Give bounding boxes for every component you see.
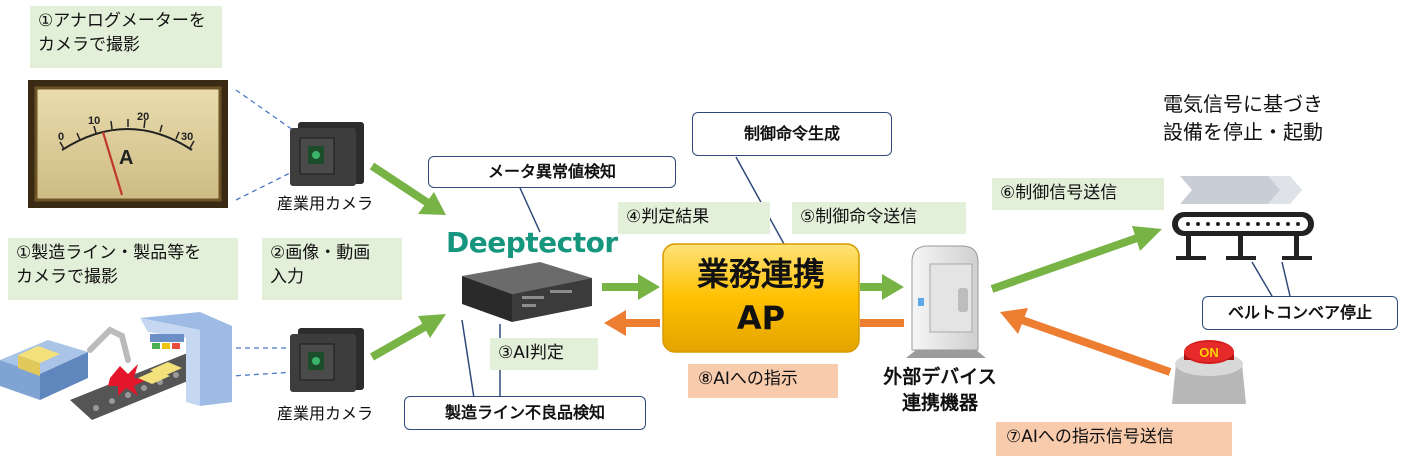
label-control-signal: ⑥制御信号送信 [992,178,1164,210]
external-device-icon [906,245,986,358]
label-line-capture: ①製造ライン・製品等を カメラで撮影 [8,238,238,300]
label-judge-result: ④判定結果 [618,202,770,234]
arrow-head [882,274,904,300]
arrow-camera-to-ai-bottom [370,321,430,361]
caption-camera-top: 産業用カメラ [276,194,373,213]
meter-camera-connector [235,89,301,201]
label-line-capture-line1: ①製造ライン・製品等を [16,243,202,263]
arrow-head [604,310,626,336]
callout-command-generate: 制御命令生成 [692,112,892,156]
ai-server-icon [462,262,592,322]
meter-unit: A [119,147,133,169]
business-ap-label-line2: AP [736,299,786,337]
label-analog-capture-line2: カメラで撮影 [38,35,140,55]
arrow-camera-to-ai-top [369,162,431,207]
deeptector-logo-text: Deeptector [446,226,618,259]
meter-tick-30: 30 [181,131,193,143]
label-analog-capture: ①アナログメーターを カメラで撮影 [30,6,222,68]
label-image-input: ②画像・動画 入力 [262,238,402,300]
callout-belt-stop: ベルトコンベア停止 [1202,296,1398,330]
arrow-head [638,274,660,300]
caption-external-device-line2: 連携機器 [901,392,978,414]
caption-external-device: 外部デバイス 連携機器 [864,364,1016,416]
arrow-head [418,314,446,338]
business-ap-box [662,243,860,353]
label-image-input-line2: 入力 [270,267,304,287]
arrow-head [1000,308,1028,334]
caption-camera-bottom: 産業用カメラ [276,404,373,423]
caption-equipment: 電気信号に基づき 設備を停止・起動 [1138,90,1348,146]
callout-line-defect: 製造ライン不良品検知 [404,396,646,430]
on-button-label: ON [1199,345,1219,360]
line-camera-connector [199,347,297,379]
label-ai-instruct-signal: ⑦AIへの指示信号送信 [996,422,1232,456]
arrow-head [1132,226,1162,251]
caption-equipment-line2: 設備を停止・起動 [1163,120,1323,144]
business-ap-label-line1: 業務連携 [696,255,825,293]
factory-line-image [0,312,232,420]
label-line-capture-line2: カメラで撮影 [16,267,118,287]
caption-external-device-line1: 外部デバイス [883,366,997,388]
callout-meter-anomaly: メータ異常値検知 [428,156,676,188]
label-ai-instruct: ⑧AIへの指示 [688,364,838,398]
label-command-send: ⑤制御命令送信 [792,202,966,234]
industrial-camera-bottom-icon [290,328,364,392]
industrial-camera-top-icon [290,122,364,186]
belt-conveyor-icon [1172,176,1314,260]
callout-pointer [461,156,1291,399]
deeptector-logo: Deeptector® [446,226,636,266]
arrow-device-to-conveyor [990,233,1142,293]
label-analog-capture-line1: ①アナログメーターを [38,11,206,31]
meter-tick-10: 10 [88,115,100,127]
label-image-input-line1: ②画像・動画 [270,243,371,263]
meter-tick-0: 0 [58,131,64,143]
meter-tick-20: 20 [137,111,149,123]
on-button-icon [1172,340,1246,404]
business-ap-label: 業務連携 AP [663,252,859,340]
caption-equipment-line1: 電気信号に基づき [1163,92,1323,116]
label-ai-judge: ③AI判定 [490,338,598,370]
arrow-button-to-device [1020,316,1172,376]
arrow-head [418,192,446,215]
analog-meter-image [28,80,228,208]
